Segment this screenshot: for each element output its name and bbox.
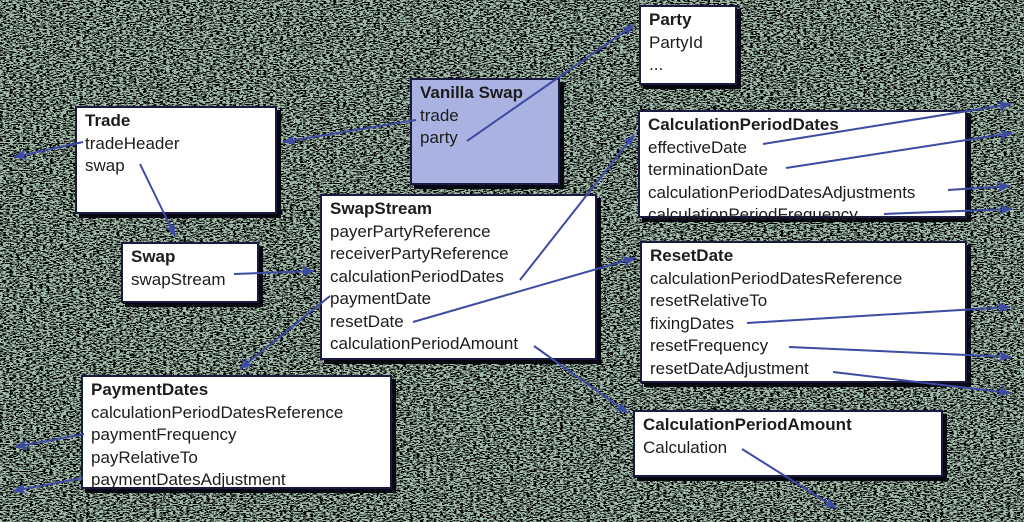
entity-box-vanilla-swap: Vanilla Swap trade party: [410, 78, 560, 185]
entity-box-reset-date: ResetDate calculationPeriodDatesReferenc…: [640, 241, 967, 383]
entity-field: receiverPartyReference: [330, 244, 509, 263]
entity-title: SwapStream: [330, 199, 433, 218]
entity-field: fixingDates: [650, 313, 735, 333]
entity-field: paymentFrequency: [91, 425, 237, 444]
entity-field: calculationPeriodDatesReference: [91, 402, 344, 422]
entity-field: effectiveDate: [648, 137, 747, 157]
entity-box-payment-dates: PaymentDates calculationPeriodDatesRefer…: [81, 375, 392, 489]
entity-field: calculationPeriodFrequency: [648, 205, 858, 224]
entity-title: Trade: [85, 111, 131, 130]
entity-field: PartyId: [649, 32, 703, 52]
entity-box-trade: Trade tradeHeader swap: [75, 106, 277, 214]
entity-field: payRelativeTo: [91, 447, 198, 467]
entity-title: CalculationPeriodAmount: [643, 415, 852, 434]
entity-field: payerPartyReference: [330, 221, 491, 241]
entity-field: Calculation: [643, 437, 728, 457]
entity-field: tradeHeader: [85, 133, 180, 153]
entity-title: ResetDate: [650, 246, 734, 265]
entity-field: calculationPeriodDates: [330, 266, 504, 286]
entity-field: calculationPeriodAmount: [330, 334, 519, 353]
entity-box-party: Party PartyId ...: [639, 5, 737, 85]
entity-box-swap-stream: SwapStream payerPartyReference receiverP…: [320, 194, 597, 360]
entity-field: ...: [649, 55, 664, 74]
entity-box-swap: Swap swapStream: [121, 242, 259, 303]
entity-field: swap: [85, 156, 125, 175]
entity-field: paymentDatesAdjustment: [91, 470, 286, 489]
entity-field: terminationDate: [648, 160, 769, 179]
entity-box-calculation-period-amount: CalculationPeriodAmount Calculation: [633, 410, 943, 477]
entity-title: PaymentDates: [91, 380, 209, 399]
entity-field: trade: [420, 105, 459, 125]
entity-field: resetDateAdjustment: [650, 358, 809, 378]
entity-field: swapStream: [131, 269, 226, 289]
entity-title: Party: [649, 10, 692, 29]
entity-title: CalculationPeriodDates: [648, 115, 839, 134]
entity-field: paymentDate: [330, 289, 432, 308]
entity-box-calculation-period-dates: CalculationPeriodDates effectiveDate ter…: [638, 110, 967, 224]
entity-field: resetDate: [330, 311, 404, 331]
entity-field: resetFrequency: [650, 336, 769, 355]
entity-field: resetRelativeTo: [650, 291, 768, 310]
entity-title: Swap: [131, 247, 176, 266]
entity-field: calculationPeriodDatesAdjustments: [648, 182, 916, 202]
entity-field: party: [420, 128, 458, 147]
entity-title: Vanilla Swap: [420, 83, 523, 102]
entity-field: calculationPeriodDatesReference: [650, 268, 903, 288]
